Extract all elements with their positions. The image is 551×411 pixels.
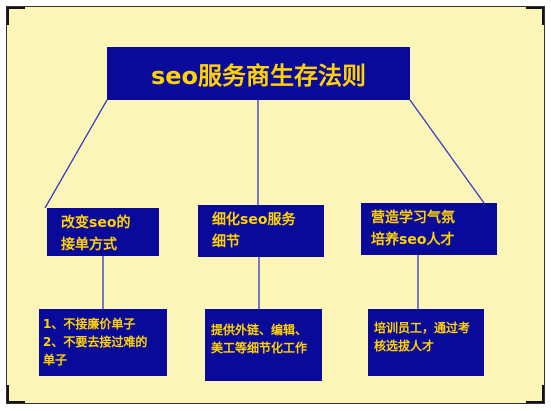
connector-root-to-branch-3 (409, 99, 485, 204)
detail-line: 核选拔人才 (374, 339, 435, 353)
detail-line: 培训员工，通过考 (374, 321, 471, 335)
corner-mark (7, 385, 25, 403)
branch-label-line: 改变seo的 (61, 215, 131, 231)
detail-node-1: 1、不接廉价单子 2、不要去接过难的 单子 (39, 309, 167, 376)
detail-node-3: 培训员工，通过考 核选拔人才 (368, 309, 484, 376)
detail-line: 2、不要去接过难的 (43, 335, 148, 349)
branch-node-1: 改变seo的 接单方式 (47, 208, 159, 256)
corner-mark (526, 385, 544, 403)
corner-mark (7, 7, 25, 25)
detail-line: 1、不接廉价单子 (43, 317, 136, 331)
branch-label-line: 营造学习气氛 (371, 210, 455, 226)
detail-line: 单子 (43, 353, 68, 367)
branch-label-line: 细节 (212, 234, 240, 250)
connector-root-to-branch-1 (44, 99, 108, 209)
root-node: seo服务商生存法则 (107, 47, 410, 100)
detail-line: 美工等细节化工作 (211, 341, 308, 355)
branch-node-2: 细化seo服务 细节 (198, 205, 324, 257)
branch-label-line: 培养seo人才 (371, 232, 455, 248)
branch-node-3: 营造学习气氛 培养seo人才 (361, 203, 497, 255)
corner-mark (526, 7, 544, 25)
branch-label-line: 细化seo服务 (212, 212, 296, 228)
detail-line: 提供外链、编辑、 (211, 323, 308, 337)
root-node-label: seo服务商生存法则 (150, 62, 367, 90)
detail-node-2: 提供外链、编辑、 美工等细节化工作 (205, 309, 322, 381)
branch-label-line: 接单方式 (61, 237, 117, 253)
